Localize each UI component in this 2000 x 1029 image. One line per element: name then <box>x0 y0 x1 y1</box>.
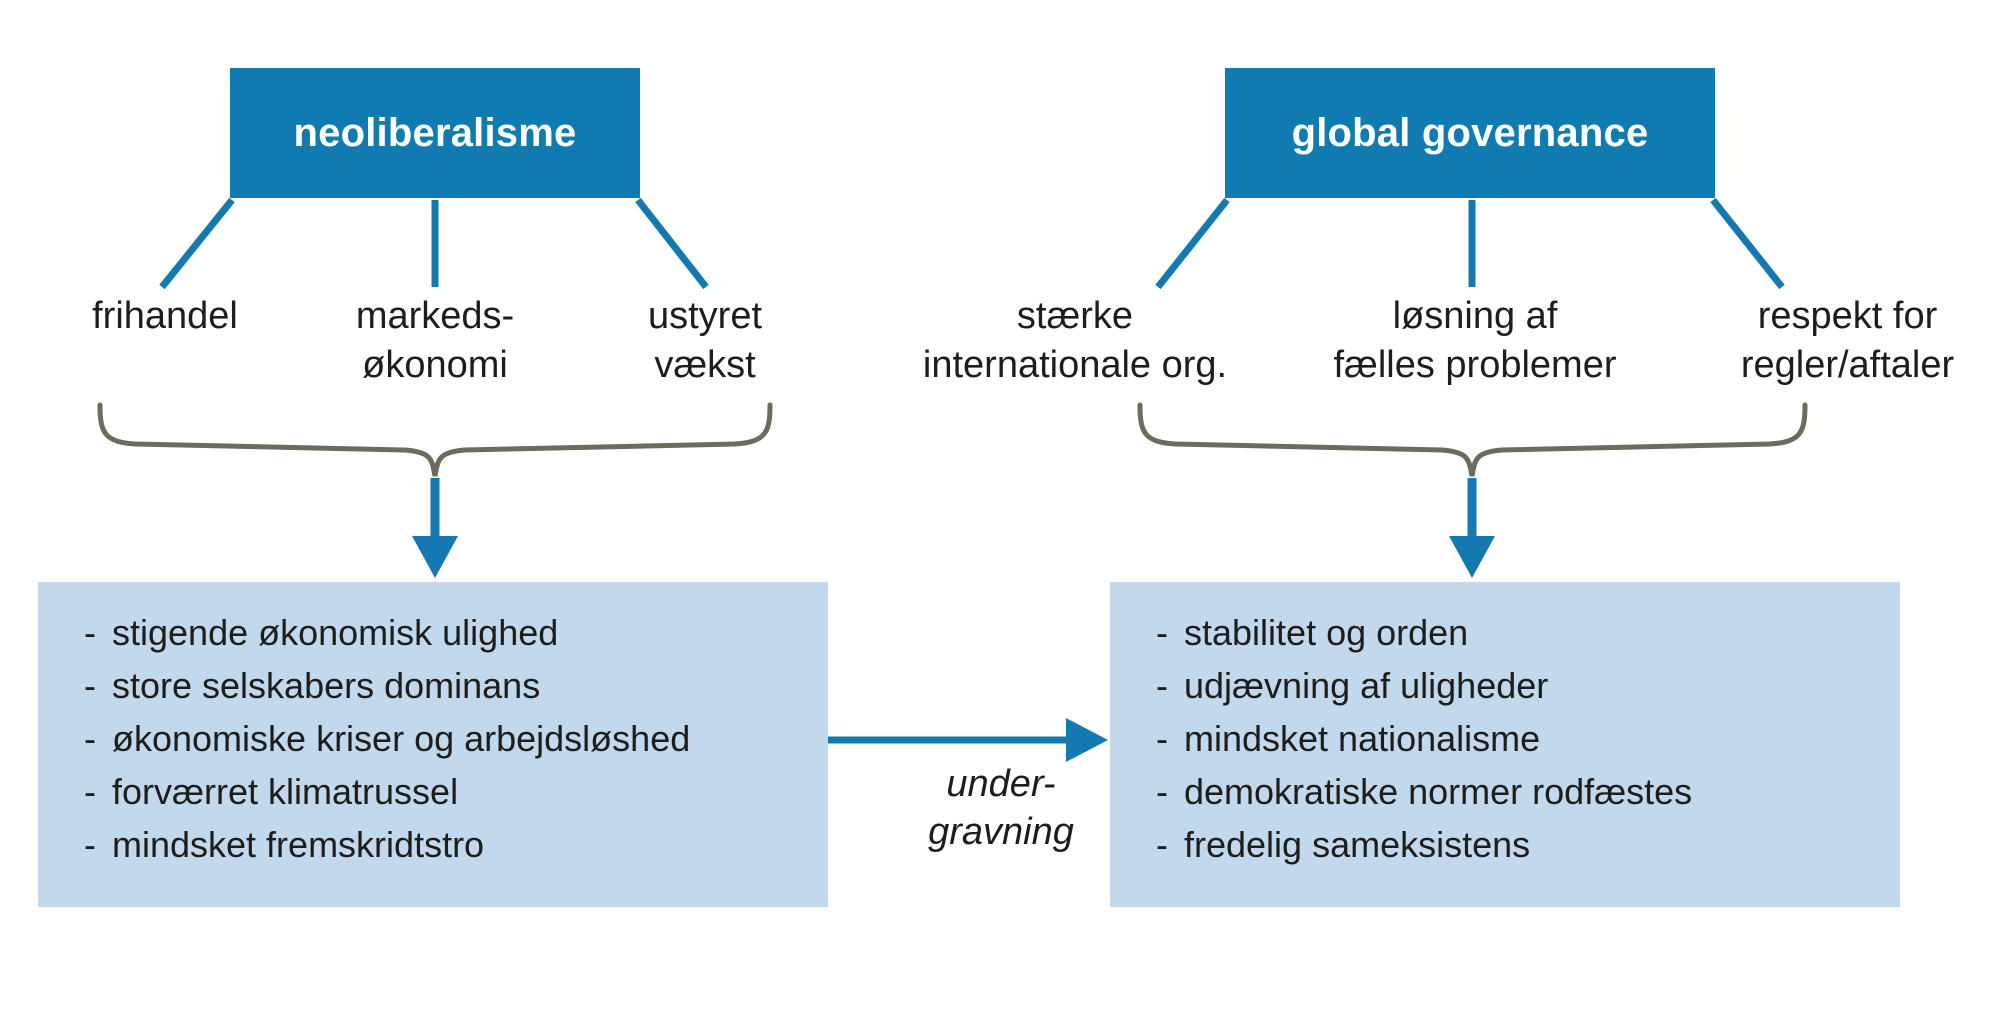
header-title-left: neoliberalisme <box>293 110 577 155</box>
bullet-marker: - <box>84 824 96 865</box>
header-title-right: global governance <box>1291 110 1649 155</box>
undergravning-label: under- gravning <box>928 763 1074 853</box>
outcome-box-left: - stigende økonomisk ulighed - store sel… <box>38 582 828 907</box>
list-item: - store selskabers dominans <box>84 659 798 712</box>
bullet-marker: - <box>84 665 96 706</box>
outcome-box-right: - stabilitet og orden - udjævning af uli… <box>1110 582 1900 907</box>
arrow-right-head <box>1449 536 1495 578</box>
connector-left-1 <box>159 197 235 290</box>
bullet-marker: - <box>1156 771 1168 812</box>
branch-label-left-1: frihandel <box>92 295 238 337</box>
bullet-text: mindsket nationalisme <box>1184 718 1541 759</box>
bullet-marker: - <box>84 771 96 812</box>
bullet-text: stabilitet og orden <box>1184 612 1469 653</box>
list-item: - udjævning af uligheder <box>1156 659 1870 712</box>
brace-left <box>97 402 773 477</box>
connector-right-1 <box>1155 197 1230 290</box>
list-item: - forværret klimatrussel <box>84 765 798 818</box>
list-item: - stigende økonomisk ulighed <box>84 606 798 659</box>
bullet-text: forværret klimatrussel <box>112 771 459 812</box>
brace-right <box>1137 402 1808 477</box>
bullet-text: økonomiske kriser og arbejdsløshed <box>112 718 691 759</box>
bullet-marker: - <box>1156 824 1168 865</box>
header-box-neoliberalisme: neoliberalisme <box>230 68 640 198</box>
bullet-text: demokratiske normer rodfæstes <box>1184 771 1693 812</box>
branch-label-right-1: stærke internationale org. <box>922 295 1228 386</box>
bullet-marker: - <box>1156 718 1168 759</box>
list-item: - mindsket nationalisme <box>1156 712 1870 765</box>
bullet-text: mindsket fremskridtstro <box>112 824 485 865</box>
list-item: - fredelig sameksistens <box>1156 818 1870 871</box>
bullet-text: stigende økonomisk ulighed <box>112 612 559 653</box>
bullet-marker: - <box>1156 665 1168 706</box>
branch-label-right-2: løsning af fælles problemer <box>1333 295 1617 386</box>
bullet-text: fredelig sameksistens <box>1184 824 1531 865</box>
branch-label-left-3: ustyret vækst <box>647 295 763 386</box>
branch-label-right-3: respekt for regler/aftaler <box>1740 295 1955 386</box>
connector-right-3 <box>1710 197 1785 290</box>
header-box-global-governance: global governance <box>1225 68 1715 198</box>
arrow-undergravning-head <box>1066 718 1108 762</box>
list-item: - demokratiske normer rodfæstes <box>1156 765 1870 818</box>
list-item: - mindsket fremskridtstro <box>84 818 798 871</box>
bullet-marker: - <box>84 612 96 653</box>
bullet-text: store selskabers dominans <box>112 665 541 706</box>
branch-label-left-2: markeds- økonomi <box>355 295 515 386</box>
bullet-marker: - <box>84 718 96 759</box>
arrow-left-head <box>412 536 458 578</box>
list-item: - stabilitet og orden <box>1156 606 1870 659</box>
list-item: - økonomiske kriser og arbejdsløshed <box>84 712 798 765</box>
bullet-text: udjævning af uligheder <box>1184 665 1549 706</box>
bullet-marker: - <box>1156 612 1168 653</box>
connector-left-3 <box>635 197 709 290</box>
